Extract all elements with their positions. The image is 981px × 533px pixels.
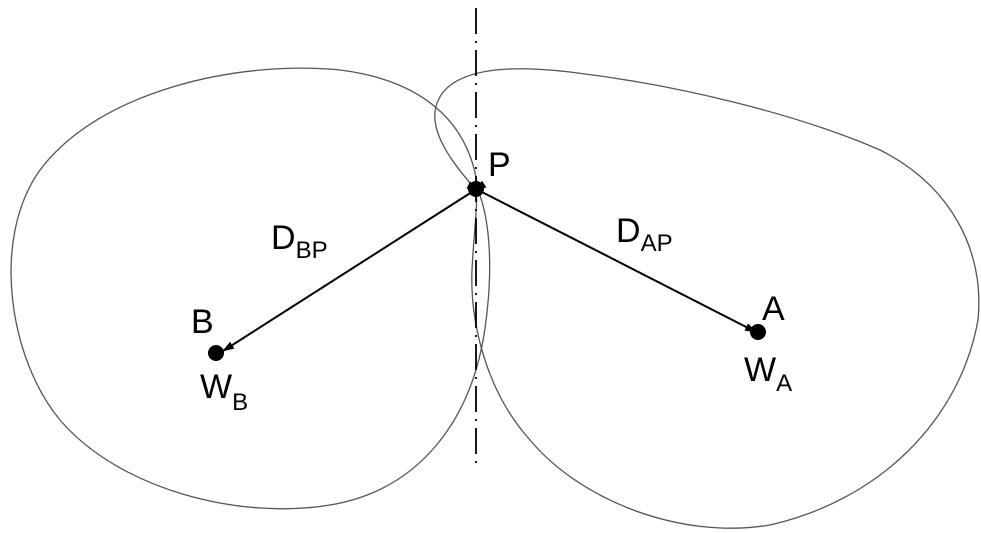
label-d-ap-sub: AP	[641, 230, 673, 257]
arrow-d-ap	[466, 181, 757, 333]
label-d-bp-main: D	[271, 219, 296, 257]
label-w-a-sub: A	[776, 370, 792, 397]
point-p-dot	[468, 181, 484, 197]
arrow-d-bp	[222, 180, 487, 352]
label-w-a: WA	[744, 351, 792, 397]
label-p: P	[488, 146, 511, 184]
label-d-bp-sub: BP	[296, 237, 328, 264]
label-w-b-main: W	[200, 368, 232, 406]
label-d-ap: DAP	[616, 212, 673, 257]
label-w-b: WB	[200, 368, 248, 416]
region-b-outline	[10, 67, 491, 510]
label-b: B	[191, 303, 214, 341]
region-a-outline	[434, 68, 980, 529]
label-a: A	[762, 290, 785, 328]
label-w-b-sub: B	[232, 389, 248, 416]
label-d-ap-main: D	[616, 212, 641, 250]
point-a-dot	[750, 324, 766, 340]
label-w-a-main: W	[744, 351, 776, 389]
point-b-dot	[208, 345, 224, 361]
label-d-bp: DBP	[271, 219, 328, 264]
